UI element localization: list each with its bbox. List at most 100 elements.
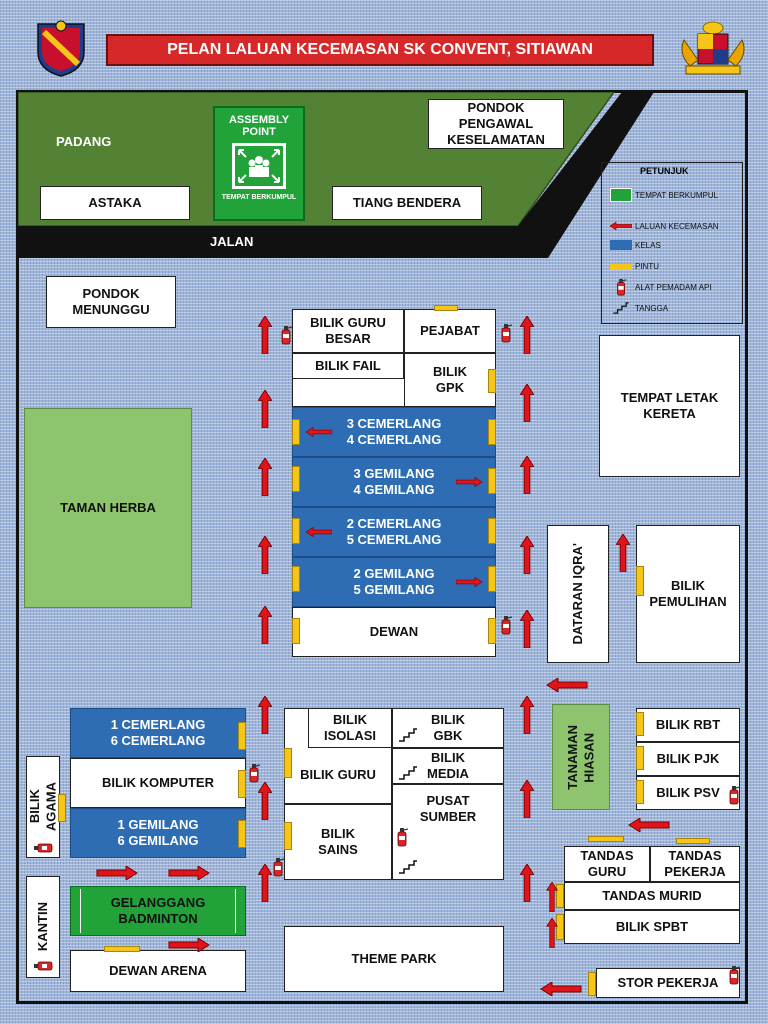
emergency-route-arrow [540,982,582,996]
kantin-label: KANTIN [34,902,50,952]
classroom-1-6-cemerlang: 1 CEMERLANG 6 CEMERLANG [70,708,246,758]
assembly-line-2: POINT [242,126,276,138]
stor-pekerja: STOR PEKERJA [596,968,740,998]
legend-item-assembly: TEMPAT BERKUMPUL [610,188,718,202]
astaka: ASTAKA [40,186,190,220]
legend-label: PINTU [635,262,659,271]
fire-extinguisher-icon [728,784,740,806]
emergency-route-arrow [520,780,534,818]
emergency-route-arrow [520,316,534,354]
fire-extinguisher-icon [500,614,512,636]
pusat-sumber: PUSAT SUMBER [392,784,504,880]
emergency-route-arrow [456,576,482,588]
door [488,618,496,644]
emergency-route-arrow [258,864,272,902]
door [238,770,246,798]
dataran-iqra-label: DATARAN IQRA' [569,543,585,645]
legend [601,162,743,324]
fire-extinguisher-icon [280,324,292,346]
fire-extinguisher-icon [248,762,260,784]
emergency-route-arrow [546,882,558,912]
emergency-route-arrow [520,384,534,422]
emergency-route-arrow [306,526,332,538]
bilik-pemulihan: BILIK PEMULIHAN [636,525,740,663]
state-coat-of-arms-logo [676,20,750,78]
emergency-route-arrow [258,606,272,644]
red-arrow-icon [610,220,632,232]
emergency-route-arrow [456,476,482,488]
door [292,419,300,445]
fire-extinguisher-icon [396,826,408,848]
tiang-bendera: TIANG BENDERA [332,186,482,220]
page-title: PELAN LALUAN KECEMASAN SK CONVENT, SITIA… [106,34,654,66]
tempat-letak-kereta: TEMPAT LETAK KERETA [599,335,740,477]
door [636,780,644,804]
jalan-label: JALAN [210,234,254,249]
door [588,836,624,842]
dataran-iqra: DATARAN IQRA' [547,525,609,663]
legend-label: ALAT PEMADAM API [635,282,712,292]
door [488,518,496,544]
emergency-route-arrow [168,938,210,952]
door [284,748,292,778]
legend-item-kelas: KELAS [610,240,661,250]
door [488,468,496,494]
fire-extinguisher-icon [34,843,53,853]
emergency-route-arrow [520,696,534,734]
pondok-pengawal-keselamatan: PONDOK PENGAWAL KESELAMATAN [428,99,564,149]
fire-extinguisher-icon [616,278,627,296]
emergency-route-arrow [546,918,558,948]
classroom-1-6-gemilang: 1 GEMILANG 6 GEMILANG [70,808,246,858]
bilik-guru: BILIK GURU [284,748,392,804]
emergency-route-arrow [616,534,630,572]
door [292,618,300,644]
bilik-rbt: BILIK RBT [636,708,740,742]
door [292,518,300,544]
door [636,712,644,736]
door [636,566,644,596]
door [284,822,292,850]
gelanggang-badminton: GELANGGANG BADMINTON [70,886,246,936]
bilik-gbk: BILIK GBK [392,708,504,748]
emergency-route-arrow [520,864,534,902]
stairs-icon [398,860,418,874]
door [434,305,458,311]
assembly-caption: TEMPAT BERKUMPUL [221,194,297,201]
theme-park: THEME PARK [284,926,504,992]
legend-label: TEMPAT BERKUMPUL [635,190,719,200]
bilik-sains: BILIK SAINS [284,804,392,880]
bilik-komputer: BILIK KOMPUTER [70,758,246,808]
bilik-psv: BILIK PSV [636,776,740,810]
stairs-icon [610,302,632,314]
bilik-media: BILIK MEDIA [392,748,504,784]
emergency-route-arrow [168,866,210,880]
emergency-route-arrow [520,456,534,494]
yellow-door-icon [610,263,632,270]
door [636,746,644,770]
bilik-fail: BILIK FAIL [292,353,404,379]
dewan-arena: DEWAN ARENA [70,950,246,992]
pondok-menunggu: PONDOK MENUNGGU [46,276,176,328]
assembly-point-sign: ASSEMBLY POINT TEMPAT BERKUMPUL [213,106,305,221]
legend-item-pintu: PINTU [610,262,659,271]
bilik-spbt: BILIK SPBT [564,910,740,944]
emergency-route-arrow [520,610,534,648]
emergency-route-arrow [96,866,138,880]
door [292,466,300,492]
fire-extinguisher-icon [728,964,740,986]
emergency-route-arrow [258,390,272,428]
bilik-agama-label: BILIK AGAMA [26,782,58,832]
door [58,794,66,822]
taman-herba: TAMAN HERBA [24,408,192,608]
emergency-route-arrow [628,818,670,832]
emergency-route-arrow [546,678,588,692]
blue-block-icon [610,240,632,250]
emergency-route-arrow [258,782,272,820]
legend-label: LALUAN KECEMASAN [635,221,719,231]
fire-extinguisher-icon [272,856,284,878]
door [488,419,496,445]
legend-title: PETUNJUK [640,166,689,176]
legend-label: TANGGA [635,303,669,313]
door [292,566,300,592]
emergency-route-arrow [520,536,534,574]
